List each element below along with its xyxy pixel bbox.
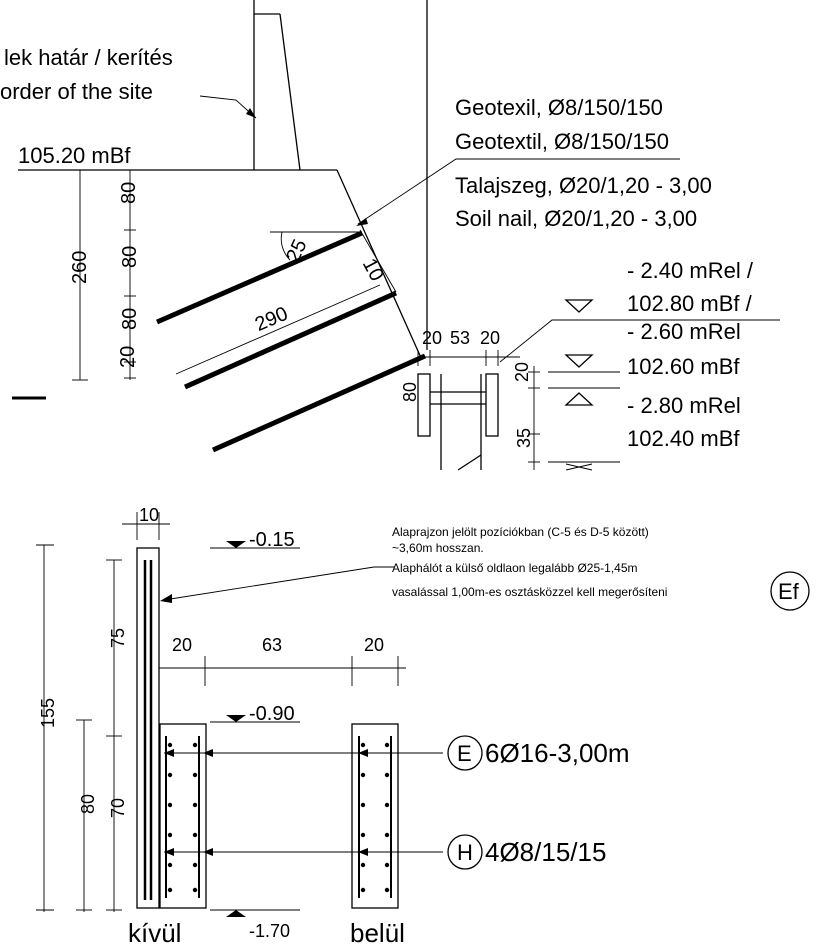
level-top-label: 105.20 mBf <box>18 143 131 168</box>
dim-h75: 75 <box>108 628 128 648</box>
level-marker-icon <box>226 541 246 548</box>
wall-dim-20b: 20 <box>480 328 500 348</box>
top-section-detail: 25 290 10 260 80 80 80 20 <box>0 0 780 471</box>
level-triangle-icon <box>564 299 594 313</box>
dim-80-a: 80 <box>118 182 140 204</box>
level-dim-35: 35 <box>514 428 534 448</box>
level-marker-icon <box>226 715 246 722</box>
dim-w20b: 20 <box>364 635 384 655</box>
wall-right-flange <box>485 373 499 437</box>
bottom-section-detail: 10 155 80 75 70 20 63 20 -0.15 -0.90 - <box>36 505 810 946</box>
nail-label-en: Soil nail, Ø20/1,20 - 3,00 <box>455 206 697 231</box>
note-line-2: ~3,60m hosszan. <box>392 541 484 555</box>
dim-w20a: 20 <box>172 635 192 655</box>
tag-ef: Ef <box>778 579 800 604</box>
level-dim-20: 20 <box>512 362 532 382</box>
dim-w63: 63 <box>262 635 282 655</box>
dim-w10: 10 <box>139 505 159 525</box>
wall-left-flange <box>417 373 431 437</box>
footing-inner <box>351 723 399 909</box>
soil-nail-1 <box>156 230 363 325</box>
dim-80-c: 80 <box>119 308 141 330</box>
dim-20: 20 <box>117 346 139 368</box>
wall-dim-v80: 80 <box>400 382 420 402</box>
dim-290-line <box>175 284 381 375</box>
dim-10-line <box>359 229 397 293</box>
arrowhead-icon <box>246 108 256 118</box>
level-rel-2: - 2.60 mRel <box>627 319 741 344</box>
level-090: -0.90 <box>249 703 295 725</box>
dim-260-label: 260 <box>69 251 91 284</box>
border-label-hu: lek határ / kerítés <box>4 45 173 70</box>
level-170: -1.70 <box>249 921 290 941</box>
level-015: -0.15 <box>249 529 295 551</box>
label-inside: belül <box>350 918 405 946</box>
angle-label: 25 <box>282 236 311 265</box>
dim-h70: 70 <box>108 798 128 818</box>
dim-h155: 155 <box>38 698 58 728</box>
wall-column <box>136 547 160 909</box>
soil-nail-2 <box>183 290 398 390</box>
level-bf-2: 102.60 mBf <box>627 354 740 379</box>
border-label-en: order of the site <box>0 79 153 104</box>
soil-nail-3 <box>211 353 427 453</box>
rebar-e-label: 6Ø16-3,00m <box>485 738 630 768</box>
tag-circle-e <box>447 735 483 771</box>
rebar-h-label: 4Ø8/15/15 <box>485 837 606 867</box>
note-line-4: vasalással 1,00m-es osztásközzel kell me… <box>392 585 667 599</box>
level-triangle-icon <box>564 354 594 368</box>
dim-80-b: 80 <box>119 246 141 268</box>
dim-h80: 80 <box>78 794 98 814</box>
wall-dim-53: 53 <box>450 328 470 348</box>
tag-circle-ef <box>770 571 810 611</box>
level-rel-1: - 2.40 mRel / <box>627 258 754 283</box>
rebar-dots <box>167 742 390 893</box>
arrowhead-icon <box>356 218 368 226</box>
fence-post-slant <box>279 13 301 171</box>
level-leader <box>499 319 780 363</box>
level-triangle-icon <box>564 392 594 406</box>
geotex-label-en: Geotextil, Ø8/150/150 <box>455 129 669 154</box>
tag-e: E <box>457 741 472 766</box>
dim-290-label: 290 <box>252 303 291 336</box>
note-line-1: Alaprajzon jelölt pozíciókban (C-5 és D-… <box>392 525 649 539</box>
wall-dim-20a: 20 <box>422 328 442 348</box>
note-line-3: Alaphálót a külső oldlaon legalább Ø25-1… <box>392 561 638 575</box>
nail-label-hu: Talajszeg, Ø20/1,20 - 3,00 <box>455 173 712 198</box>
angle-arc <box>280 231 291 261</box>
footing-outer <box>159 723 207 909</box>
slope-line <box>336 169 423 361</box>
level-bf-1: 102.80 mBf / <box>627 291 753 316</box>
tag-circle-h <box>447 834 483 870</box>
level-bf-3: 102.40 mBf <box>627 426 740 451</box>
label-outside: kívül <box>128 918 181 946</box>
border-leader <box>199 95 257 119</box>
dim-10-label: 10 <box>358 255 388 285</box>
arrowhead-icon <box>160 594 172 603</box>
level-marker-icon <box>226 910 246 917</box>
geotex-label-hu: Geotexil, Ø8/150/150 <box>455 95 663 120</box>
note-leader <box>163 566 394 601</box>
tag-h: H <box>457 840 473 865</box>
level-rel-3: - 2.80 mRel <box>627 393 741 418</box>
geotex-leader <box>357 158 680 225</box>
